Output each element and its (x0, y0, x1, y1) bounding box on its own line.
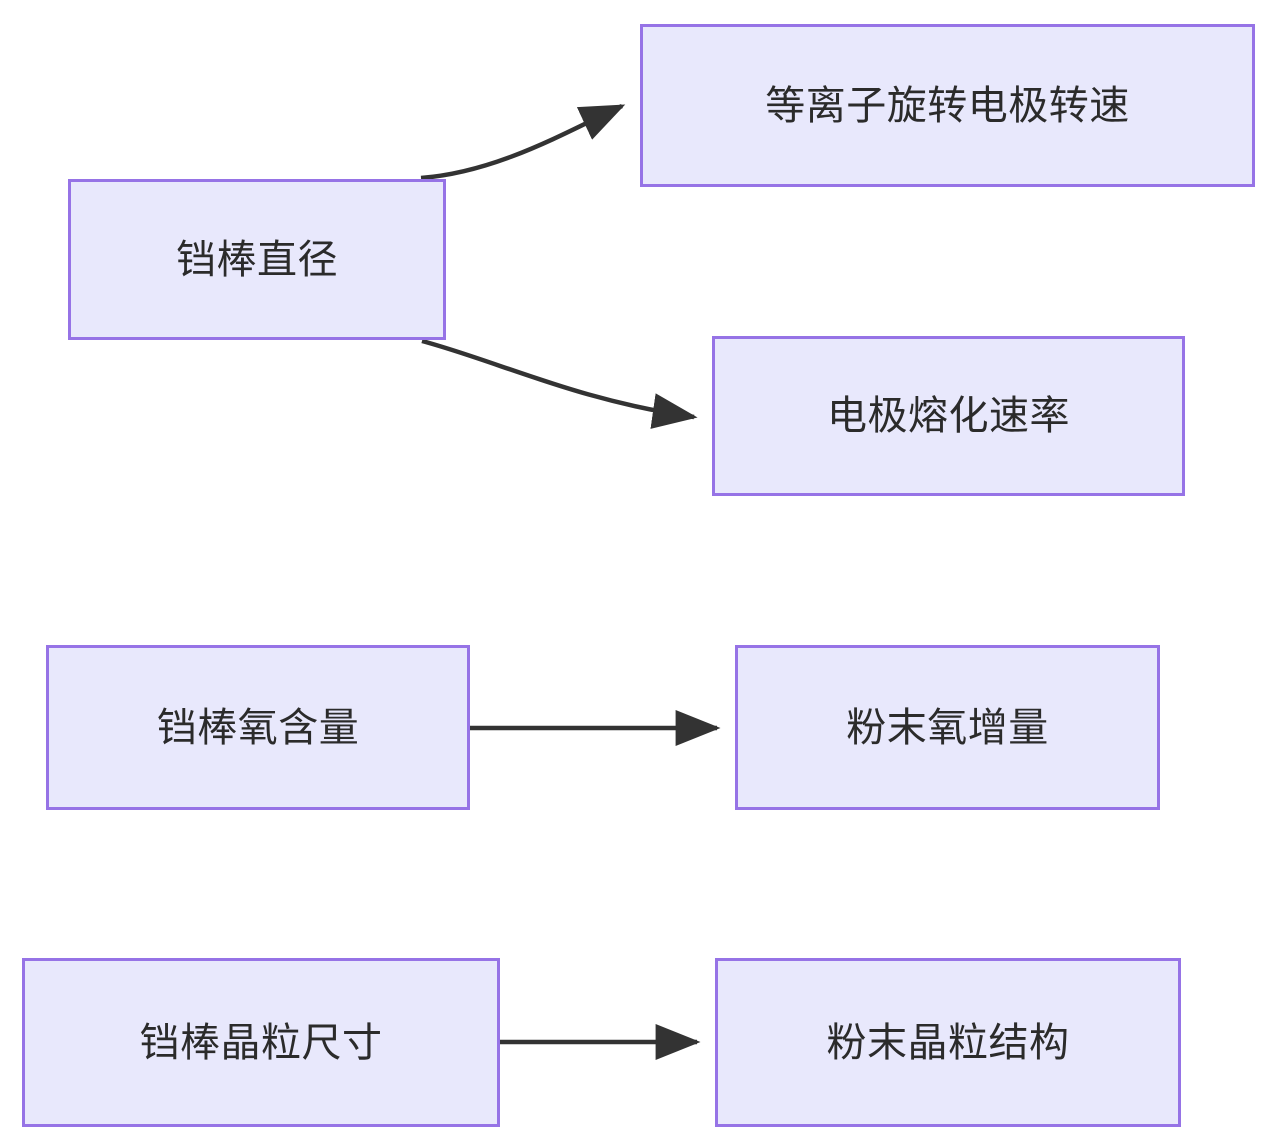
node-rod-oxygen-content[interactable]: 铛棒氧含量 (46, 645, 470, 810)
node-plasma-rotating-electrode-speed[interactable]: 等离子旋转电极转速 (640, 24, 1255, 187)
node-rod-diameter[interactable]: 铛棒直径 (68, 179, 446, 340)
edge-rod-diameter-to-melt-rate (421, 338, 698, 429)
node-powder-oxygen-increase[interactable]: 粉末氧增量 (735, 645, 1160, 810)
node-label: 铛棒直径 (176, 237, 338, 282)
node-electrode-melt-rate[interactable]: 电极熔化速率 (712, 336, 1185, 496)
node-label: 铛棒晶粒尺寸 (139, 1020, 383, 1065)
node-label: 电极熔化速率 (827, 394, 1070, 438)
node-label: 等离子旋转电极转速 (765, 83, 1130, 128)
node-label: 粉末晶粒结构 (826, 1020, 1070, 1065)
edge-rod-diameter-to-prep-speed (420, 103, 626, 181)
node-label: 铛棒氧含量 (156, 705, 360, 750)
node-powder-grain-structure[interactable]: 粉末晶粒结构 (715, 958, 1181, 1127)
node-label: 粉末氧增量 (846, 705, 1049, 750)
node-rod-grain-size[interactable]: 铛棒晶粒尺寸 (22, 958, 500, 1127)
